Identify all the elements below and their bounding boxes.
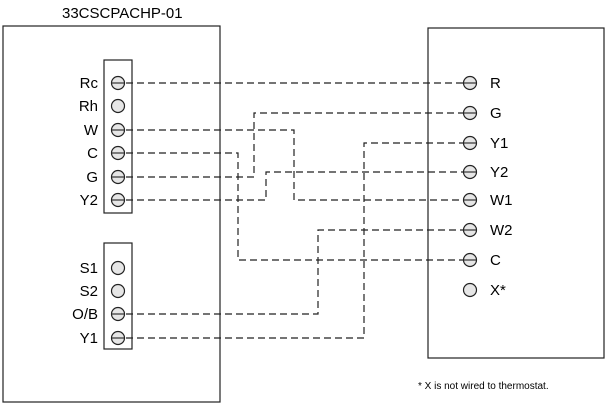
left-terminal-screw-s1 — [110, 260, 126, 276]
right-terminal-label-g: G — [490, 105, 502, 122]
left-terminal-label-w: W — [84, 122, 99, 139]
right-terminal-label-y2: Y2 — [490, 164, 508, 181]
left-terminal-screw-rh — [110, 98, 126, 114]
right-terminal-label-r: R — [490, 75, 501, 92]
left-terminal-label-c: C — [87, 145, 98, 162]
left-terminal-label-s2: S2 — [80, 283, 98, 300]
left-terminal-label-ob: O/B — [72, 306, 98, 323]
wire-y1-y1 — [126, 142, 463, 339]
left-terminal-label-rh: Rh — [79, 98, 98, 115]
wire-ob-w2 — [126, 229, 463, 315]
equipment-unit-box — [427, 27, 605, 359]
right-terminal-label-w1: W1 — [490, 192, 513, 209]
wire-y2-y2 — [126, 171, 463, 201]
wire-c-c — [126, 152, 463, 261]
right-terminal-label-w2: W2 — [490, 222, 513, 239]
left-terminal-label-rc: Rc — [80, 75, 99, 92]
wire-group — [126, 82, 463, 339]
wire-g-g — [126, 112, 463, 178]
left-terminal-label-s1: S1 — [80, 260, 98, 277]
right-terminal-label-x: X* — [490, 282, 506, 299]
left-terminal-label-y1: Y1 — [80, 330, 98, 347]
right-terminal-label-c: C — [490, 252, 501, 269]
footnote: * X is not wired to thermostat. — [418, 381, 549, 392]
right-terminal-label-y1: Y1 — [490, 135, 508, 152]
left-terminal-label-g: G — [86, 169, 98, 186]
diagram-title: 33CSCPACHP-01 — [62, 5, 183, 22]
right-terminal-screw-x — [462, 282, 478, 298]
wire-w-w1 — [126, 129, 463, 201]
left-terminal-label-y2: Y2 — [80, 192, 98, 209]
left-terminal-screw-s2 — [110, 283, 126, 299]
